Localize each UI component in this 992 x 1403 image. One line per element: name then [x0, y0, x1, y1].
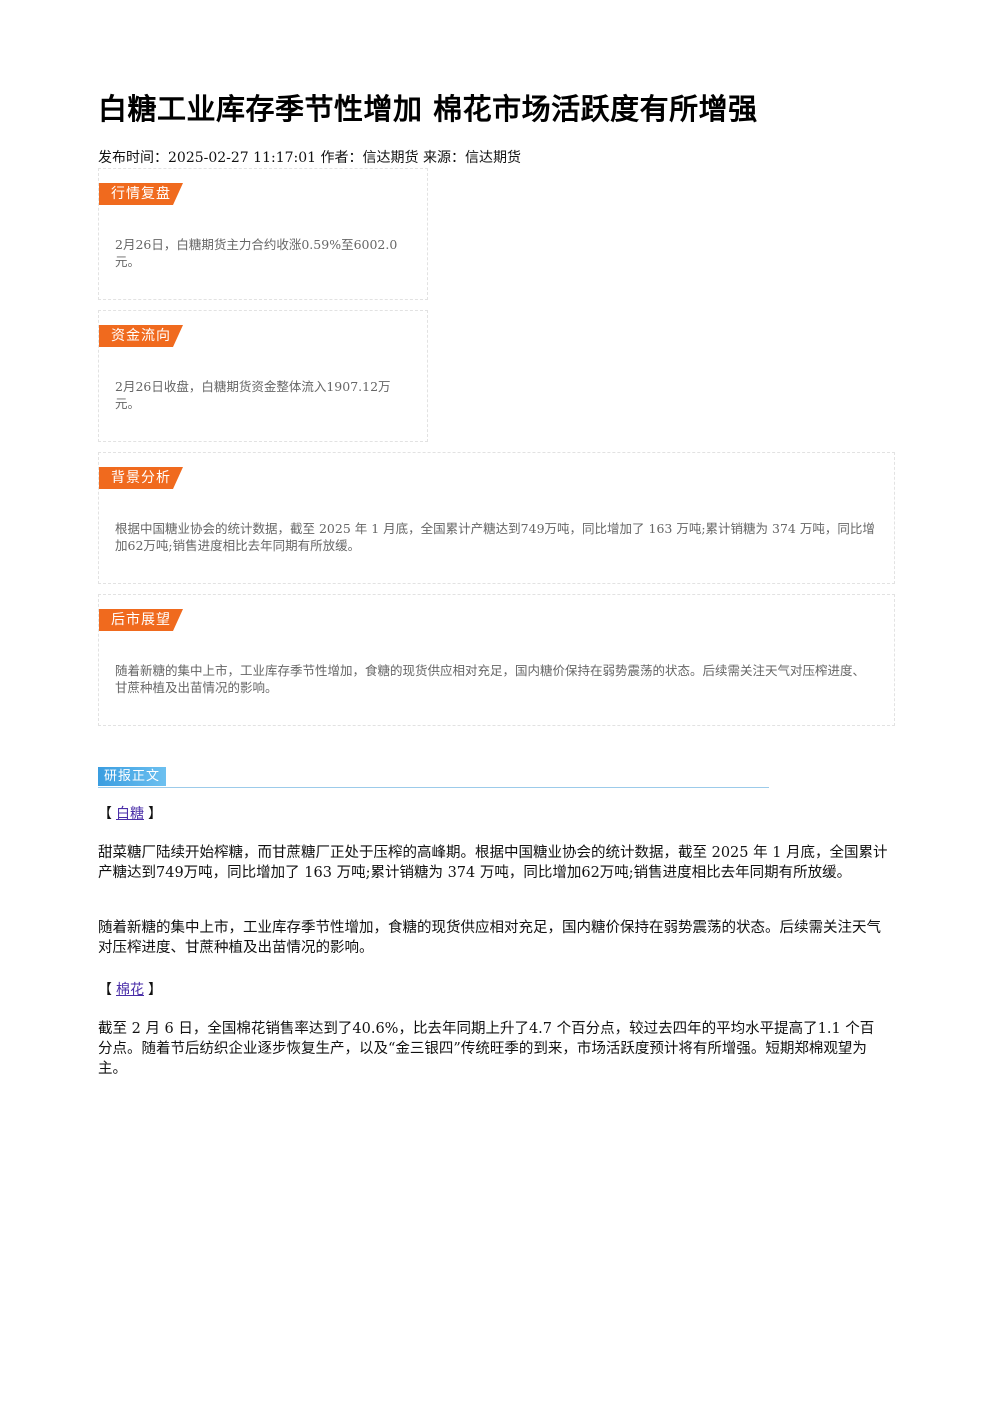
- card-tag: 行情复盘: [99, 183, 183, 205]
- card-text: 随着新糖的集中上市，工业库存季节性增加，食糖的现货供应相对充足，国内糖价保持在弱…: [115, 663, 866, 695]
- summary-card-background: 背景分析 根据中国糖业协会的统计数据，截至 2025 年 1 月底，全国累计产糖…: [98, 452, 895, 584]
- card-text: 2月26日，白糖期货主力合约收涨0.59%至6002.0元。: [115, 237, 398, 269]
- cotton-paragraph-1: 截至 2 月 6 日，全国棉花销售率达到了40.6%，比去年同期上升了4.7 个…: [98, 1021, 875, 1077]
- report-body-header: 研报正文: [98, 767, 769, 788]
- summary-card-outlook: 后市展望 随着新糖的集中上市，工业库存季节性增加，食糖的现货供应相对充足，国内糖…: [98, 594, 895, 726]
- cotton-link[interactable]: 棉花: [116, 982, 144, 998]
- card-tag: 资金流向: [99, 325, 183, 347]
- summary-card-fund-flow: 资金流向 2月26日收盘，白糖期货资金整体流入1907.12万元。: [98, 310, 428, 442]
- sugar-paragraph-2: 随着新糖的集中上市，工业库存季节性增加，食糖的现货供应相对充足，国内糖价保持在弱…: [98, 920, 881, 956]
- summary-card-market: 行情复盘 2月26日，白糖期货主力合约收涨0.59%至6002.0元。: [98, 168, 428, 300]
- section-label: 研报正文: [98, 767, 167, 786]
- card-text: 2月26日收盘，白糖期货资金整体流入1907.12万元。: [115, 379, 391, 411]
- bracket-open: 【: [98, 806, 112, 822]
- cotton-heading: 【棉花】: [98, 979, 162, 999]
- bracket-close: 】: [148, 982, 162, 998]
- bracket-close: 】: [148, 806, 162, 822]
- card-text: 根据中国糖业协会的统计数据，截至 2025 年 1 月底，全国累计产糖达到749…: [115, 521, 875, 553]
- card-tag: 背景分析: [99, 467, 183, 489]
- bracket-open: 【: [98, 982, 112, 998]
- sugar-link[interactable]: 白糖: [116, 806, 144, 822]
- card-tag: 后市展望: [99, 609, 183, 631]
- publish-meta: 发布时间：2025-02-27 11:17:01 作者：信达期货 来源：信达期货: [98, 150, 521, 166]
- sugar-heading: 【白糖】: [98, 803, 162, 823]
- sugar-paragraph-1: 甜菜糖厂陆续开始榨糖，而甘蔗糖厂正处于压榨的高峰期。根据中国糖业协会的统计数据，…: [98, 845, 888, 881]
- page-title: 白糖工业库存季节性增加 棉花市场活跃度有所增强: [98, 92, 758, 126]
